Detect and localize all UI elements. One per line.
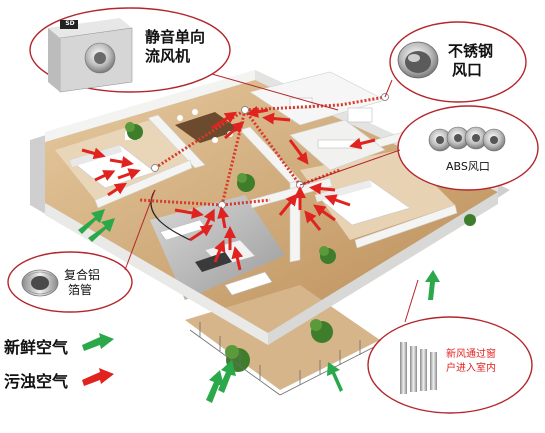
stainless-vent-icon [397, 41, 439, 79]
legend-fresh-label: 新鲜空气 [4, 338, 69, 357]
fresh-air-arrows [78, 209, 440, 403]
window-filter-icon [400, 342, 437, 394]
fan-unit-label-line2: 流风机 [145, 46, 191, 65]
stainless-vent-callout [384, 21, 527, 103]
stale-air-arrows [81, 105, 376, 271]
duct-callout [7, 189, 156, 313]
fan-unit-callout [29, 7, 339, 111]
stainless-vent-label-line2: 风口 [452, 60, 483, 79]
fan-unit-badge: SD [65, 20, 75, 27]
stainless-vent-label: 不锈钢 风口 [448, 42, 493, 80]
fan-unit-label-line1: 静音单向 [145, 28, 206, 46]
duct-label-line1: 复合铝 [64, 268, 101, 282]
duct-network [139, 95, 386, 207]
window-intake-callout [367, 279, 533, 414]
duct-label: 复合铝 箔管 [64, 268, 100, 298]
abs-vent-callout [299, 105, 539, 191]
stainless-vent-label-line1: 不锈钢 [448, 42, 494, 60]
window-intake-label-line1: 新风通过窗 [446, 349, 496, 360]
window-intake-label: 新风通过窗 户进入室内 [446, 348, 496, 375]
bathroom [249, 71, 386, 126]
fan-unit-label: 静音单向 流风机 [145, 28, 205, 66]
abs-vent-label: ABS风口 [446, 160, 490, 173]
abs-vent-icon [428, 126, 506, 152]
duct-label-line2: 箔管 [68, 283, 93, 297]
fan-unit-icon [48, 18, 133, 93]
plants [125, 122, 476, 372]
legend-stale-arrow [82, 368, 114, 386]
legend-stale-label: 污浊空气 [4, 372, 69, 391]
legend-fresh-arrow [82, 333, 114, 351]
window-intake-label-line2: 户进入室内 [446, 362, 496, 374]
duct-icon [21, 269, 59, 297]
